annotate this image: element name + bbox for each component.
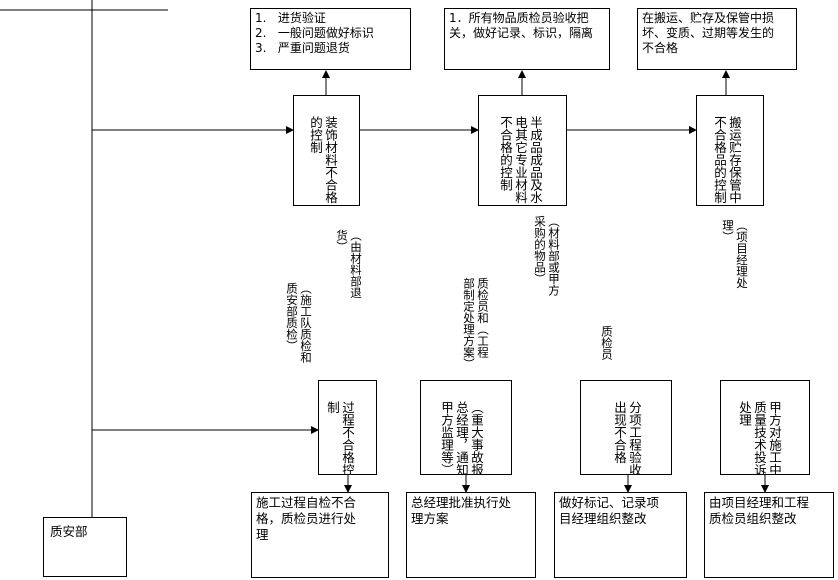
note-qc-acceptance: 1．所有物品质检员验收把 关，做好记录、标识，隔离: [444, 8, 610, 70]
label-construction-qc: （施工队质检和 质安部质检）: [285, 282, 313, 363]
control-process-nonconformity: 过程不合格控 制: [318, 380, 377, 475]
note-gm-approval: 总经理批准执行处 理方案: [406, 492, 536, 578]
note-mark-and-rectify: 做好标记、记录项 目经理组织整改: [554, 492, 687, 578]
control-semi-finished-products: 半成品成品及水 电其它专业材料 不合格的控制: [478, 95, 567, 206]
note-incoming-inspection: 1. 进货验证 2. 一般问题做好标识 3. 严重问题退货: [250, 8, 411, 70]
note-handling-damage: 在搬运、贮存及保管中损 坏、变质、过期等发生的 不合格: [637, 8, 797, 70]
note-process-selfcheck: 施工过程自检不合 格，质检员进行处 理: [251, 492, 389, 578]
label-qc-engineering-plan: 质检员和（工程 部制定处理方案）: [462, 277, 490, 370]
note-pm-engineer-rectify: 由项目经理和工程 质检员组织整改: [704, 492, 834, 578]
control-client-complaint: 甲方对施工中 质量技术投诉 处理: [720, 380, 810, 475]
department-quality-safety: 质安部: [43, 517, 127, 577]
label-return-by-materials-dept: （由材料部退 货）: [335, 229, 363, 299]
label-qc-inspector: 质检员: [600, 325, 614, 360]
control-material-nonconformity: 装饰材料不合格 的控制: [293, 95, 360, 206]
label-purchased-items: （材料部或甲方 采购的物品）: [533, 215, 561, 296]
control-subproject-acceptance: 分项工程验收 出现不合格: [580, 380, 672, 475]
label-project-manager-handles: （项目经理处 理）: [721, 219, 749, 289]
control-major-incident: （重大事故报 总经理，通知 甲方监理等）: [420, 380, 512, 475]
control-storage-handling: 搬运贮存保管中 不合格品的控制: [696, 95, 764, 206]
